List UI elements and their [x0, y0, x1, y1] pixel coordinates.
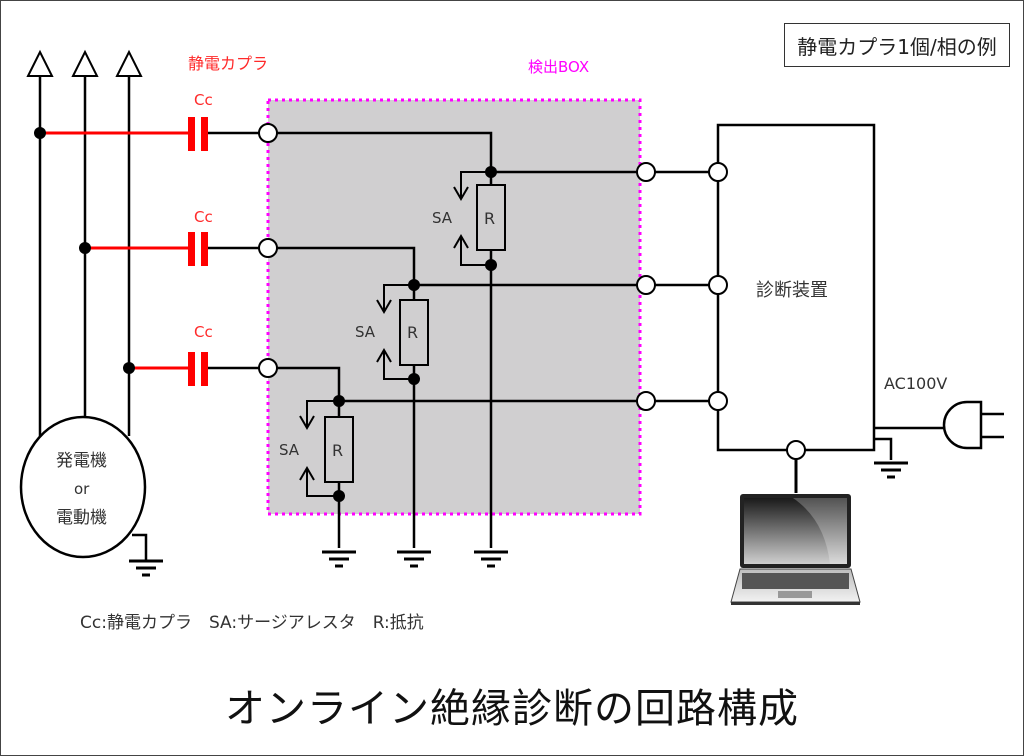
r-label-2: R: [407, 323, 418, 342]
ground-icon: [874, 461, 908, 479]
machine-label-3: 電動機: [56, 508, 107, 528]
sa-label-1: SA: [432, 209, 453, 227]
sa-label-2: SA: [355, 323, 376, 341]
detection-box-label: 検出BOX: [528, 58, 589, 76]
surge-arrester-resistor-3: SA R: [279, 395, 354, 502]
diagnostic-device-label: 診断装置: [756, 280, 828, 301]
detection-box: [266, 98, 642, 516]
power-wire: [874, 426, 946, 460]
ground-icon: [322, 550, 508, 568]
ac-power-label: AC100V: [884, 374, 947, 393]
phase-lines: [38, 76, 131, 436]
surge-arrester-resistor-2: SA R: [355, 279, 429, 385]
terminal-circles: [258, 123, 656, 411]
coupler-label-1: Cc: [194, 91, 213, 109]
machine-label-2: or: [74, 480, 90, 498]
machine-label-1: 発電機: [56, 451, 107, 471]
coupler-capacitor-3: Cc: [188, 323, 213, 386]
legend: Cc:静電カプラ SA:サージアレスタ R:抵抗: [80, 613, 424, 633]
coupler-heading: 静電カプラ: [188, 54, 268, 73]
diagnostic-device: [716, 123, 876, 452]
coupler-wires: [40, 131, 188, 370]
ground-icon: [129, 533, 163, 577]
example-note-box: 静電カプラ1個/相の例: [784, 23, 1010, 67]
example-note: 静電カプラ1個/相の例: [797, 34, 997, 59]
coupler-capacitor-1: Cc: [188, 91, 213, 151]
coupler-label-2: Cc: [194, 208, 213, 226]
r-label-1: R: [484, 209, 495, 228]
junction-dots: [34, 127, 135, 374]
coupler-label-3: Cc: [194, 323, 213, 341]
plug-icon: [942, 400, 1004, 450]
laptop-icon: [730, 494, 861, 605]
page-title: オンライン絶縁診断の回路構成: [225, 686, 799, 732]
device-terminal-circles: [708, 162, 806, 460]
coupler-capacitor-2: Cc: [188, 208, 213, 266]
surge-arrester-resistor-1: SA R: [432, 166, 506, 271]
generator-motor: [19, 415, 147, 559]
sa-label-3: SA: [279, 441, 300, 459]
r-label-3: R: [332, 441, 343, 460]
phase-terminal-icon: [26, 49, 143, 77]
